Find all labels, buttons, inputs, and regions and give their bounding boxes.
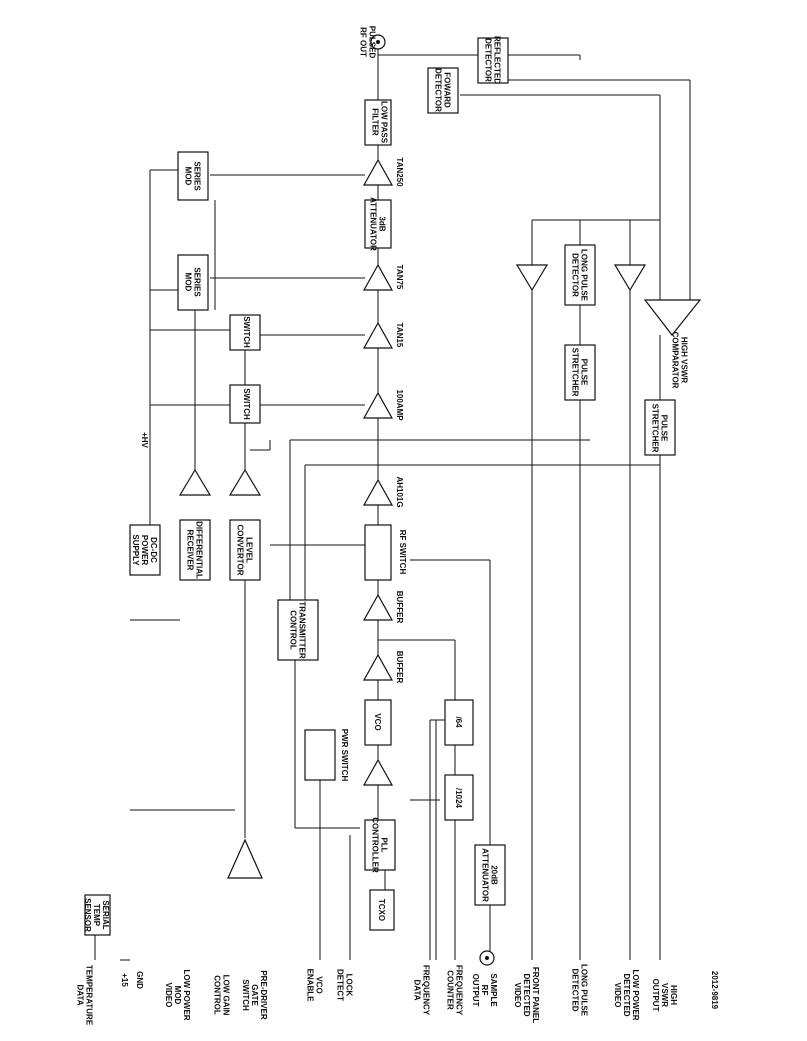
label-switch-2: SWITCH <box>242 388 251 420</box>
rf-out-connector <box>370 34 495 966</box>
amp-level <box>228 468 262 496</box>
label-pwrswitch: PWR SWITCH <box>340 729 349 782</box>
label-seriesmod-2: SERIESMOD <box>184 267 202 297</box>
label-longpulse: LONG PULSEDETECTOR <box>571 249 589 302</box>
label-fwd: FOWARDDETECTOR <box>434 68 452 112</box>
label-lowpower2: LOW POWERDETECTEDVIDEO <box>613 969 640 1020</box>
blocks <box>84 37 676 936</box>
figure-code: 2012-9819 <box>710 971 719 1010</box>
label-prechirp: PRE-DRIVERGATESWITCH <box>241 970 268 1020</box>
label-buffer-1: BUFFER <box>395 591 404 624</box>
label-lowpower: LOW POWERMODVIDEO <box>164 969 191 1020</box>
label-frontpanel: FRONT PANELDETECTEDVIDEO <box>513 967 540 1023</box>
rf-amplifiers <box>178 158 702 879</box>
label-lowgain: LOW GAINCONTROL <box>213 975 231 1016</box>
label-rfswitch: RF SWITCH <box>398 530 407 575</box>
label-div64a: /64 <box>454 716 463 728</box>
amp-driver <box>362 758 394 786</box>
label-temp: TEMPERATUREDATA <box>76 965 94 1026</box>
label-levelconv: LEVELCONVERTOR <box>236 525 254 576</box>
label-tan250: TAN250 <box>395 157 404 187</box>
amp-100amp <box>362 391 394 419</box>
label-vco: VCO <box>373 713 382 730</box>
rf-chain-wires <box>94 54 691 961</box>
label-dcdc: DC-DCPOWERSUPPLY <box>131 534 158 566</box>
label-pulsedrf: PULSEDRF OUT <box>359 26 377 59</box>
amp-diff-rx <box>178 468 212 496</box>
label-sampleout: SAMPLERFOUTPUT <box>471 973 498 1007</box>
label-div64b: /1024 <box>454 788 463 809</box>
amp-tan250 <box>362 158 394 186</box>
amp-buffer-2 <box>362 653 394 681</box>
label-gnd: GND <box>135 971 144 989</box>
label-100amp: 100AMP <box>395 389 404 421</box>
block-labels: LOW PASSFILTER FOWARDDETECTOR REFLECTEDD… <box>76 26 720 1026</box>
label-switch-1: SWITCH <box>242 316 251 348</box>
amp-tan75 <box>362 263 394 291</box>
label-diffrx: DIFFERENTIALRECEIVER <box>186 521 204 579</box>
label-att3db: 3dBATTENUATOR <box>369 197 387 251</box>
amp-det-2 <box>613 264 647 292</box>
label-seriesmod-1: SERIESMOD <box>184 161 202 191</box>
label-att20db: 20dBATTENUATOR <box>481 848 499 902</box>
label-tan15: TAN15 <box>395 323 404 348</box>
label-vcoenable: VCOENABLE <box>306 969 324 1003</box>
label-pll: PLLCONTROLLER <box>371 817 389 873</box>
amp-tan15 <box>362 321 394 349</box>
amp-det-1 <box>515 264 549 292</box>
label-hv: +HV <box>140 432 149 448</box>
label-longpulsedet: LONG PULSEDETECTED <box>571 964 589 1017</box>
label-refl: REFLECTEDDETECTOR <box>484 36 502 84</box>
amp-high-vswr <box>643 299 702 336</box>
amp-buffer-1 <box>362 593 394 621</box>
label-tcxo: TCXO <box>377 899 386 921</box>
label-freqcounter: FREQUENCYCOUNTER <box>446 965 464 1016</box>
label-pulsestretch-1: PULSESTRETCHER <box>571 348 589 397</box>
label-tan75: TAN75 <box>395 265 404 290</box>
label-pulsestretch-2: PULSESTRETCHER <box>651 404 669 453</box>
label-highvswrout: HIGHVSWROUTPUT <box>651 979 678 1012</box>
label-buffer-2: BUFFER <box>395 651 404 684</box>
amp-predriver <box>227 838 263 879</box>
amp-ah101g <box>362 478 394 506</box>
label-p15: +15 <box>120 973 129 987</box>
label-lockdetect: LOCKDETECT <box>336 969 354 1001</box>
label-txctrl: TRANSMITTERCONTROL <box>289 601 307 659</box>
label-serialtemp: SERIALTEMPSENSOR <box>83 898 110 932</box>
label-lpf: LOW PASSFILTER <box>371 101 389 144</box>
label-ah101g: AH101G <box>395 476 404 507</box>
label-freqdata: FREQUENCYDATA <box>413 965 431 1016</box>
label-highvswr: HIGH VSWRCOMPARATOR <box>671 332 689 389</box>
